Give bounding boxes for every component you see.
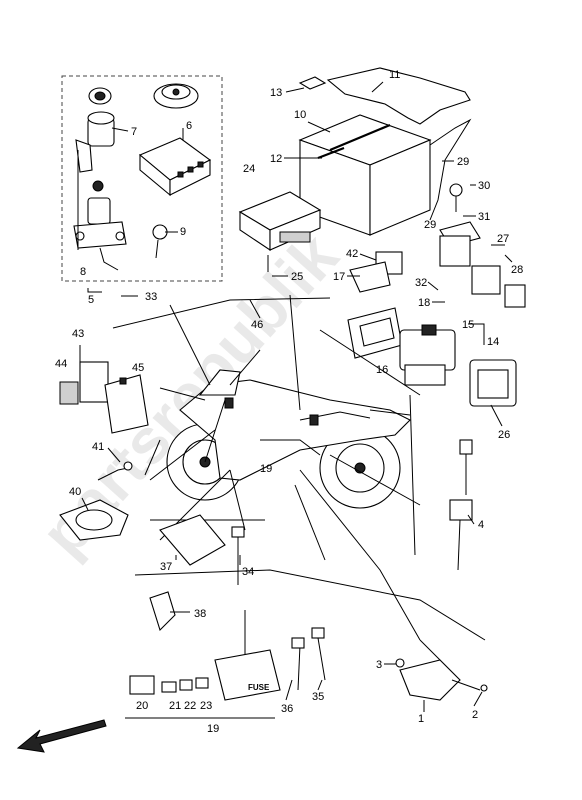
callout-17: 17 [333, 271, 345, 283]
callout-33: 33 [145, 291, 157, 303]
callout-23: 23 [200, 700, 212, 712]
relay-group-left [59, 361, 149, 434]
sidestand-switch-part [395, 639, 488, 701]
callout-38: 38 [194, 608, 206, 620]
callout-26: 26 [498, 429, 510, 441]
sensor-4-part [449, 439, 473, 571]
callout-6: 6 [186, 120, 192, 132]
callout-3: 3 [376, 659, 382, 671]
callout-37: 37 [160, 561, 172, 573]
callout-14: 14 [487, 336, 499, 348]
callout-4: 4 [478, 519, 484, 531]
key-cap-part [88, 87, 112, 105]
ecu-6-part [138, 137, 212, 197]
callout-1: 1 [418, 713, 424, 725]
callout-32: 32 [415, 277, 427, 289]
callout-leaders [79, 81, 513, 712]
callout-8: 8 [80, 266, 86, 278]
callout-22: 22 [184, 700, 196, 712]
callout-24: 24 [243, 163, 255, 175]
ecu-37-part [159, 514, 226, 566]
callout-9: 9 [180, 226, 186, 238]
key-part [152, 224, 168, 259]
callout-7: 7 [131, 126, 137, 138]
callout-13: 13 [270, 87, 282, 99]
callout-20: 20 [136, 700, 148, 712]
motorcycle-illustration [166, 369, 411, 509]
callout-34: 34 [242, 566, 254, 578]
callout-27: 27 [497, 233, 509, 245]
lock-cover-part [153, 83, 199, 109]
battery-bracket-11 [326, 67, 471, 125]
callout-16: 16 [376, 364, 388, 376]
callout-44: 44 [55, 358, 67, 370]
fuse-label: FUSE [248, 683, 270, 692]
callout-5: 5 [88, 294, 94, 306]
callout-11: 11 [389, 69, 400, 81]
callout-29b: 29 [424, 219, 436, 231]
callout-18: 18 [418, 297, 430, 309]
callout-19b: 19 [207, 723, 219, 735]
main-switch-part [73, 111, 127, 271]
relay-group-right [347, 183, 526, 407]
callout-12: 12 [270, 153, 282, 165]
callout-28: 28 [511, 264, 523, 276]
callout-42: 42 [346, 248, 358, 260]
callout-25: 25 [291, 271, 303, 283]
callout-15: 15 [462, 319, 474, 331]
separator-lines [112, 297, 486, 641]
callout-10: 10 [294, 109, 306, 121]
callout-45: 45 [132, 362, 144, 374]
callout-labels: 1 2 3 4 5 6 7 8 9 10 11 12 13 14 15 16 1… [55, 69, 523, 735]
callout-21: 21 [169, 700, 181, 712]
callout-35: 35 [312, 691, 324, 703]
callout-19a: 19 [260, 463, 272, 475]
callout-2: 2 [472, 709, 478, 721]
battery-group [238, 67, 472, 272]
callout-43: 43 [72, 328, 84, 340]
main-switch-group [61, 75, 223, 282]
callout-30: 30 [478, 180, 490, 192]
callout-41: 41 [92, 441, 104, 453]
callout-40: 40 [69, 486, 81, 498]
callout-31: 31 [478, 211, 490, 223]
callout-46: 46 [251, 319, 263, 331]
callout-29a: 29 [457, 156, 469, 168]
callout-36: 36 [281, 703, 293, 715]
fuse-box-group: FUSE [125, 591, 326, 719]
direction-arrow-icon [16, 719, 107, 753]
lower-left-parts [59, 461, 245, 585]
leader-lines [149, 294, 421, 641]
battery-cap-13 [298, 76, 327, 90]
